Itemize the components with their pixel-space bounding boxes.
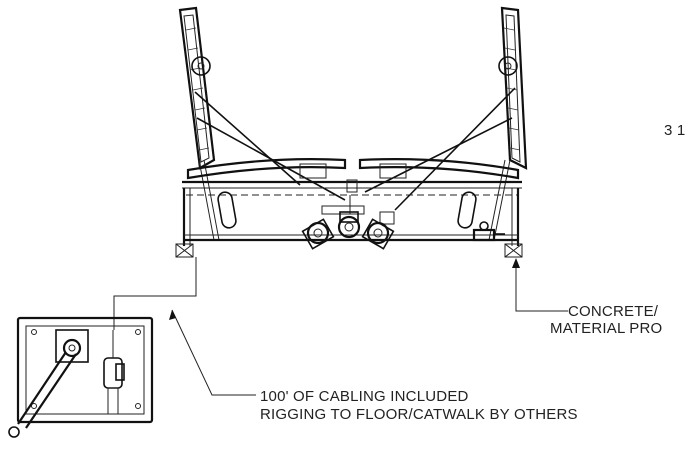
right-callout-leader [512,258,568,312]
bottom-callout-leader [169,309,256,396]
right-pulley-icon [498,56,518,76]
callout-right-line-1: CONCRETE/ [568,303,659,320]
hand-crank-winch-icon [8,316,154,438]
callout-bottom-line-2: RIGGING TO FLOOR/CATWALK BY OTHERS [260,406,578,423]
leader-arrow-icon [169,310,176,320]
roof-truss [182,158,522,196]
dimension-label: 3 1 [664,122,685,139]
left-pulley-icon [191,56,211,76]
left-upright-panel [178,6,216,170]
right-upright-panel [498,6,528,170]
callout-right-line-2: MATERIAL PRO [550,320,662,337]
cable-run [113,257,197,330]
right-bracket [472,221,505,242]
frame-body [182,188,520,246]
callout-bottom-line-1: 100' OF CABLING INCLUDED [260,388,469,405]
center-pulley-cluster [301,211,395,250]
rigging-cables [194,87,516,241]
leader-arrow-icon-right [512,258,520,268]
right-base-pad [504,243,523,258]
left-base-pad [175,243,194,258]
center-pulley-mid-icon [337,215,361,239]
